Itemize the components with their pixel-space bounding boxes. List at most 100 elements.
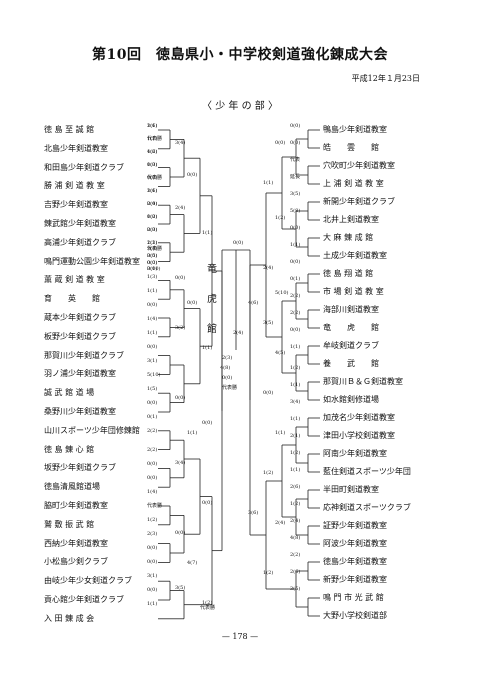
match-score: 0(0) [290, 123, 301, 129]
match-score: 1(1) [147, 330, 158, 336]
match-score: 0(0) [147, 545, 158, 551]
right-team: 上 浦 剣 道 教 室 [323, 179, 384, 188]
match-score: 3(4) [147, 246, 158, 252]
match-score: 1(1) [147, 601, 158, 607]
match-score: 0(0) [233, 240, 244, 246]
match-score: 3(5) [290, 191, 301, 197]
match-score: 代表勝 [147, 503, 163, 509]
match-score: 1(1) [147, 123, 158, 129]
left-team: 鷲 敷 振 武 館 [44, 519, 95, 529]
match-score: 0(0) [147, 260, 158, 266]
match-score: 1(4) [147, 316, 158, 322]
match-score: 代表勝 [200, 605, 216, 611]
match-score: 0(0) [147, 201, 158, 207]
match-score: 3(4) [175, 460, 186, 466]
left-team: 桑野川少年剣道教室 [44, 407, 116, 416]
left-team: 入 田 錬 成 会 [44, 613, 95, 623]
right-team: 阿波少年剣道教室 [323, 539, 387, 548]
right-team: 如水館剣修道場 [323, 395, 379, 404]
left-team: 由岐少年少女剣道クラブ [44, 576, 132, 586]
match-score: 2(2) [290, 310, 301, 316]
right-team: 市 場 剣 道 教 室 [323, 287, 384, 296]
right-team: 徳 島 翔 道 館 [323, 269, 374, 278]
match-score: 0(0) [290, 225, 301, 231]
match-score: 0(0) [275, 140, 286, 146]
winner-name-char-2: 虎 [207, 294, 217, 305]
match-score: 0(0) [147, 302, 158, 308]
right-team: 北井上剣道教室 [323, 215, 379, 224]
left-team: 坂野少年剣道クラブ [44, 463, 116, 473]
match-score: 1(2) [147, 149, 158, 155]
match-score: 3(5) [147, 253, 158, 259]
match-score: 0(0) [147, 475, 158, 481]
match-score: 3(1) [147, 358, 158, 364]
match-score: 2(6) [290, 484, 301, 490]
match-score: 1(1) [147, 188, 158, 194]
right-team: 大野小学校剣道部 [323, 611, 387, 620]
match-score: 1(2) [147, 517, 158, 523]
match-score: 1(2) [147, 214, 158, 220]
right-team: 加茂名少年剣道教室 [323, 413, 395, 422]
match-score: 1(2) [263, 470, 274, 476]
match-score: 4(5) [275, 350, 286, 356]
match-score: 1(1) [290, 242, 301, 248]
right-team: 海部川剣道教室 [323, 305, 379, 314]
match-score: 2(3) [147, 240, 158, 246]
match-score: 4(7) [187, 560, 198, 566]
match-score: 3(5) [290, 586, 301, 592]
right-team: 大 麻 錬 成 館 [323, 233, 374, 242]
match-score: 2(2) [290, 552, 301, 558]
match-score: 2(2) [290, 293, 301, 299]
right-team: 養 武 館 [323, 359, 379, 368]
left-team: 脇町少年剣道教室 [44, 501, 108, 510]
section-heading: 〈 少 年 の 部 〉 [202, 101, 278, 112]
match-score: 3(10) [147, 266, 161, 272]
match-score: 4(6) [248, 300, 259, 306]
left-team: 徳島清風館道場 [44, 482, 100, 492]
match-score: 2(2) [147, 447, 158, 453]
match-score: 3(5) [175, 585, 186, 591]
match-score: 3(4) [290, 399, 301, 405]
match-score: 代表勝 [222, 385, 238, 391]
left-team: 鳴門運動公園少年剣道教室 [44, 256, 140, 266]
left-team: 和田島少年剣道クラブ [44, 162, 124, 172]
match-score: 0(0) [290, 140, 301, 146]
match-score: 3(1) [147, 573, 158, 579]
winner-name-char-3: 館 [207, 324, 217, 335]
match-score: 0(0) [147, 260, 158, 266]
match-score: 0(0) [147, 559, 158, 565]
winner-name-char-1: 竜 [207, 264, 217, 275]
right-team: 鳴 門 市 光 武 館 [323, 593, 384, 602]
left-team: 貢心館少年剣道クラブ [44, 595, 124, 604]
left-team: 徳 島 錬 心 館 [44, 444, 95, 454]
match-score: 0(0) [147, 175, 158, 181]
right-team: 阿南少年剣道教室 [323, 449, 387, 458]
right-team: 牟岐剣道クラブ [323, 341, 379, 350]
match-score: 2(4) [263, 265, 274, 271]
left-team: 徳 島 至 誠 館 [44, 125, 95, 134]
match-score: 3(6) [248, 510, 259, 516]
match-score: 5(10) [147, 372, 161, 378]
match-score: 1(2) [290, 365, 301, 371]
match-score: 2(4) [290, 518, 301, 524]
right-team: 竜 虎 館 [323, 323, 379, 332]
left-team: 吉野少年剣道教室 [44, 200, 108, 210]
match-score: 代表勝 [147, 136, 163, 142]
match-score: 0(0) [202, 420, 213, 426]
match-score: 0(0) [290, 327, 301, 333]
match-score: 代表 [290, 157, 301, 163]
match-score: 3(2) [175, 325, 186, 331]
left-team: 誠 武 館 道 場 [44, 388, 95, 398]
match-score: 1(1) [202, 345, 213, 351]
left-team: 錬武館少年剣道教室 [44, 219, 116, 228]
match-score: 3(6) [147, 188, 158, 194]
match-score: 2(3) [147, 531, 158, 537]
match-score: 1(2) [202, 600, 213, 606]
right-team: 那賀川Ｂ＆Ｇ剣道教室 [323, 377, 403, 386]
left-team: 山川スポーツ少年団修錬館 [44, 425, 140, 435]
match-score: 2(4) [175, 205, 186, 211]
right-team: 藍住剣道スポーツ少年団 [323, 467, 411, 476]
right-team: 証野少年剣道教室 [323, 521, 387, 530]
match-score: 1(1) [187, 430, 198, 436]
